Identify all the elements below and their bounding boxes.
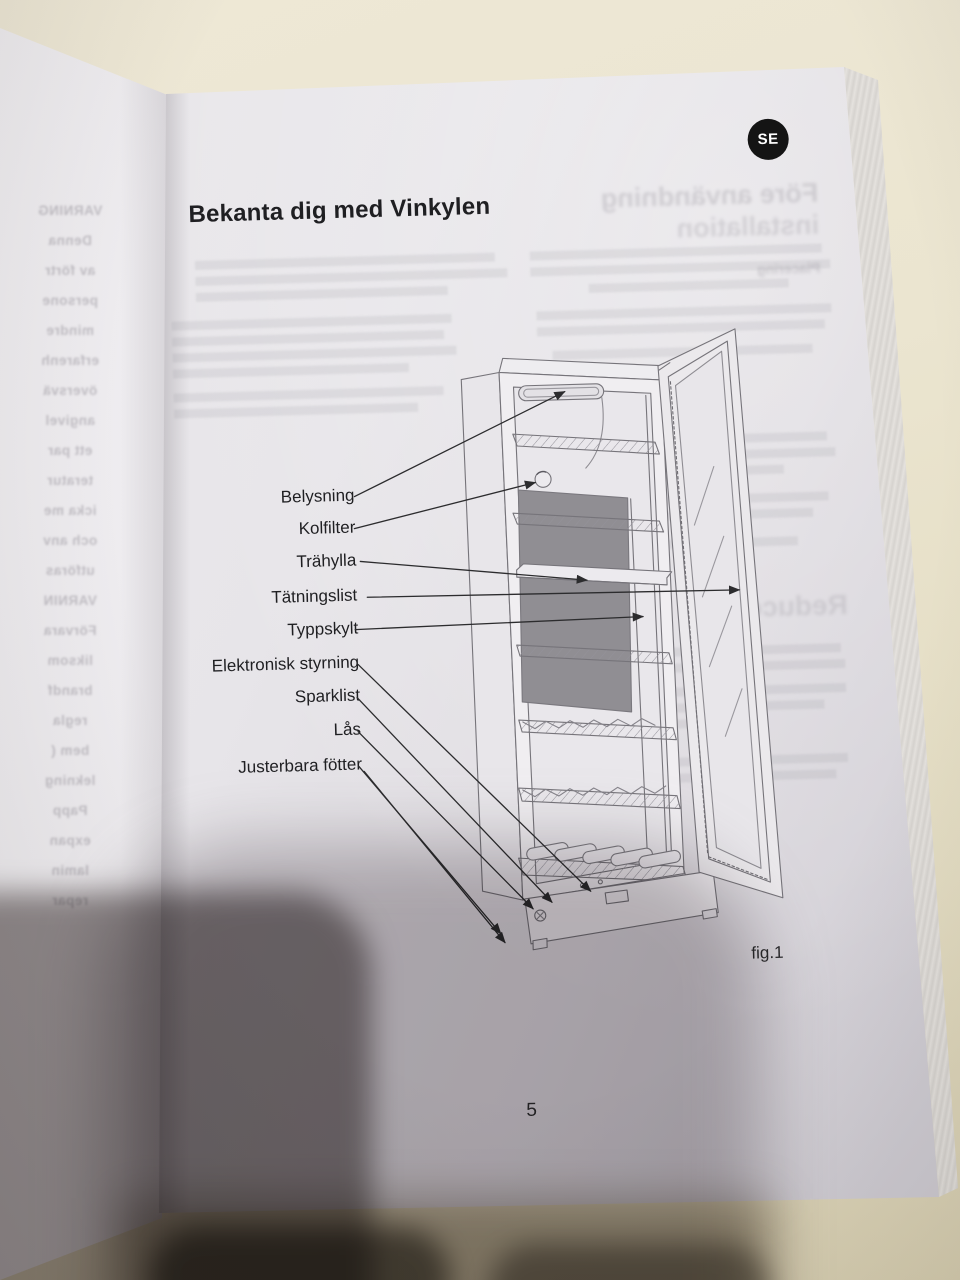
ghost-word: regla	[52, 713, 88, 728]
ghost-word: VARNING	[37, 203, 103, 218]
arrow-tatningslist	[366, 585, 741, 598]
ghost-word: teratur	[46, 473, 94, 488]
arrow-trahylla	[359, 560, 589, 584]
ghost-word: översvä	[42, 383, 98, 398]
ghost-word: utföras	[45, 563, 95, 578]
ghost-word: repar	[51, 893, 89, 908]
ghost-word: brandf	[47, 683, 93, 698]
arrow-typpskylt	[354, 612, 645, 631]
ghost-word: ett par	[47, 443, 93, 458]
wire-shelf	[512, 433, 660, 455]
foot	[701, 908, 718, 920]
ghost-line	[194, 252, 495, 270]
lamp	[518, 383, 605, 402]
door-glass	[674, 350, 762, 869]
foot	[532, 937, 548, 951]
ghost-word: VARNIN	[43, 593, 97, 608]
arrow-kolfilter	[353, 480, 537, 530]
figure-caption: fig.1	[751, 942, 784, 963]
wine-cooler-diagram	[353, 328, 784, 951]
ghost-word: av förtr	[44, 263, 96, 278]
ghost-word: persone	[41, 293, 99, 308]
bottle-rack	[518, 719, 677, 741]
ghost-word: angivel	[44, 413, 96, 428]
left-stack-ghost-text: VARNING Denna av förtr persone mindre er…	[2, 196, 138, 916]
ghost-word: Förvara	[43, 623, 97, 638]
ghost-word: lamin	[51, 863, 89, 878]
ghost-word: och anv	[42, 533, 98, 548]
arrow-belysning	[353, 391, 566, 498]
ghost-word: Papp	[52, 803, 88, 818]
ghost-line	[195, 285, 448, 302]
language-badge: SE	[747, 118, 790, 161]
wire-shelf	[516, 644, 673, 665]
ghost-line	[171, 313, 452, 331]
ghost-word: erfarenh	[40, 353, 100, 368]
ghost-word: icka me	[43, 503, 97, 518]
bottle-rack	[518, 787, 681, 810]
wire-shelf	[512, 512, 665, 533]
ghost-word: mindre	[46, 323, 95, 338]
ghost-line	[195, 268, 508, 286]
page-title: Bekanta dig med Vinkylen	[188, 192, 491, 229]
page-number: 5	[526, 1099, 538, 1122]
ghost-word: lekning	[44, 773, 96, 788]
hand-shadow	[490, 1244, 770, 1280]
ghost-word: bem (	[50, 743, 90, 758]
ghost-word: liksom	[47, 653, 93, 668]
ghost-word: Denna	[48, 233, 92, 248]
ghost-word: expan	[49, 833, 91, 848]
ghost-line	[536, 303, 832, 321]
hand-shadow	[150, 1228, 450, 1280]
